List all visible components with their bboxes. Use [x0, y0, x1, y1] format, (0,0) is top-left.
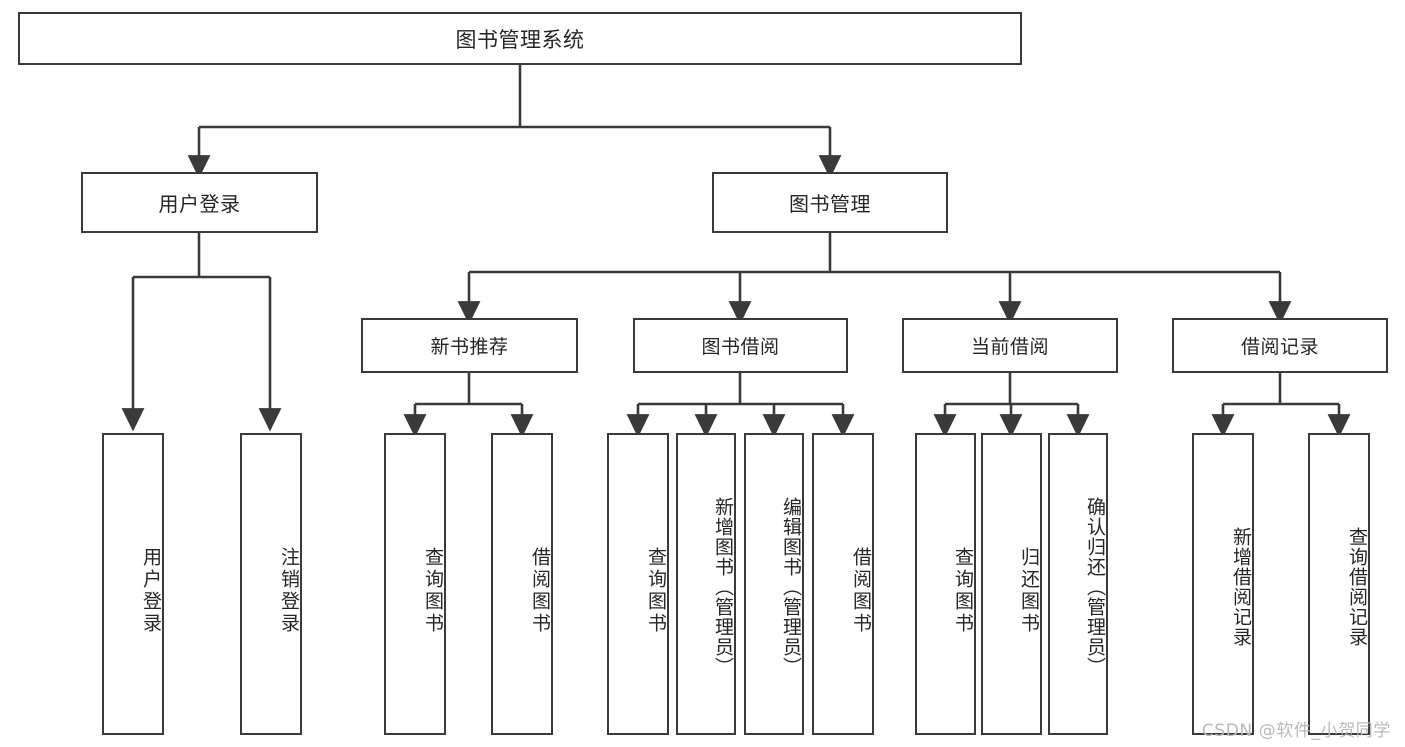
- node-leaf-add-record[interactable]: 新增借阅记录: [1192, 433, 1254, 735]
- node-leaf-logout-login[interactable]: 注销登录: [240, 433, 302, 735]
- node-leaf-query-record[interactable]: 查询借阅记录: [1308, 433, 1370, 735]
- node-book-manage[interactable]: 图书管理: [712, 172, 948, 233]
- node-leaf-user-login[interactable]: 用户登录: [102, 433, 164, 735]
- node-leaf-borrow-book-2[interactable]: 借阅图书: [812, 433, 874, 735]
- node-leaf-query-book-3[interactable]: 查询图书: [915, 433, 976, 735]
- node-user-login[interactable]: 用户登录: [81, 172, 318, 233]
- node-leaf-confirm-return[interactable]: 确认归还（管理员）: [1048, 433, 1108, 735]
- node-leaf-add-book[interactable]: 新增图书（管理员）: [676, 433, 736, 735]
- node-root[interactable]: 图书管理系统: [18, 12, 1022, 65]
- node-leaf-query-book-1[interactable]: 查询图书: [384, 433, 446, 735]
- node-leaf-return-book[interactable]: 归还图书: [981, 433, 1042, 735]
- node-leaf-query-book-2[interactable]: 查询图书: [607, 433, 669, 735]
- node-book-borrow[interactable]: 图书借阅: [633, 318, 848, 373]
- node-borrow-record[interactable]: 借阅记录: [1172, 318, 1388, 373]
- node-current-borrow[interactable]: 当前借阅: [902, 318, 1118, 373]
- node-new-book-recommend[interactable]: 新书推荐: [361, 318, 578, 373]
- node-leaf-borrow-book-1[interactable]: 借阅图书: [491, 433, 553, 735]
- node-leaf-edit-book[interactable]: 编辑图书（管理员）: [744, 433, 804, 735]
